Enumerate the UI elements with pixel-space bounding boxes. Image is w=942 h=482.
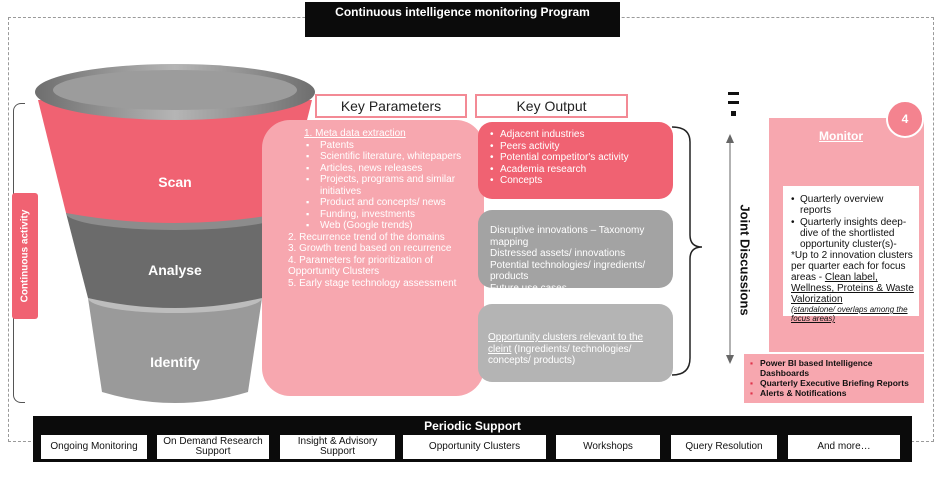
param-item: 3. Growth trend based on recurrence <box>288 243 452 254</box>
output-item: Academia research <box>490 164 665 176</box>
monitor-focus-areas: Clean label, Wellness, Proteins & Waste … <box>791 272 914 305</box>
monitor-note-small: (standalone/ overlaps among the focus ar… <box>791 305 908 323</box>
monitor-content: Monitor Quarterly overview reports Quart… <box>783 122 919 323</box>
joint-discussions-label: Joint Discussions <box>737 204 753 316</box>
param-item: Patents <box>304 140 470 152</box>
output-clusters-rest: (Ingredients/ technologies/ concepts/ pr… <box>488 343 632 367</box>
funnel-identify-segment <box>88 298 262 403</box>
arrow-head-down <box>726 355 734 364</box>
output-item: Concepts <box>490 175 665 187</box>
key-parameters-box: 1. Meta data extraction Patents Scientif… <box>262 120 484 396</box>
param-item: Scientific literature, whitepapers <box>304 151 470 163</box>
output-item: Potential competitor's activity <box>490 152 665 164</box>
param-item: Product and concepts/ news <box>304 197 470 209</box>
monitor-note-text: *Up to 2 innovation clusters per quarter… <box>791 250 913 283</box>
support-and-more: And more… <box>788 435 900 459</box>
funnel-rim-inner <box>53 70 297 110</box>
output-item: Future use cases <box>490 282 567 294</box>
output-item: Distressed assets/ innovations <box>490 248 626 259</box>
output-item: Potential technologies/ ingredients/ pro… <box>490 259 646 283</box>
deliverable-item: Power BI based Intelligence Dashboards <box>750 358 920 378</box>
deliverable-item: Quarterly Executive Briefing Reports <box>750 378 920 388</box>
monitor-list: Quarterly overview reports Quarterly ins… <box>791 194 911 251</box>
output-box-analyse: Disruptive innovations – Taxonomy mappin… <box>478 210 673 305</box>
key-output-header: Key Output <box>475 94 628 118</box>
periodic-support-bar: Periodic Support Ongoing Monitoring On D… <box>33 416 912 462</box>
key-parameters-header: Key Parameters <box>315 94 467 118</box>
arrow-head-up <box>726 134 734 143</box>
output-box-identify: Opportunity clusters relevant to the cle… <box>478 304 673 382</box>
monitor-title: Monitor <box>819 129 863 143</box>
support-query-resolution: Query Resolution <box>671 435 777 459</box>
monitor-deliverables: Power BI based Intelligence Dashboards Q… <box>744 354 924 403</box>
support-ongoing-monitoring: Ongoing Monitoring <box>41 435 147 459</box>
monitor-item: Quarterly insights deep-dive of the shor… <box>791 217 911 250</box>
monitor-note: *Up to 2 innovation clusters per quarter… <box>791 250 916 323</box>
support-on-demand-research: On Demand Research Support <box>157 435 269 459</box>
param-item: Funding, investments <box>304 209 470 221</box>
monitor-item: Quarterly overview reports <box>791 194 911 216</box>
output-item: Peers activity <box>490 141 665 153</box>
param-item: Projects, programs and similar initiativ… <box>304 174 470 197</box>
logo-mark-icon <box>728 92 739 116</box>
funnel-stage-identify: Identify <box>150 354 200 370</box>
param-item: 4. Parameters for prioritization of Oppo… <box>288 254 434 278</box>
support-workshops: Workshops <box>556 435 660 459</box>
param-item: 1. Meta data extraction <box>304 128 406 139</box>
funnel-stage-scan: Scan <box>158 174 192 190</box>
output-item: Adjacent industries <box>490 129 665 141</box>
output-item: Disruptive innovations – Taxonomy mappin… <box>490 225 645 248</box>
right-curly-brace <box>671 126 703 376</box>
funnel-stage-analyse: Analyse <box>148 262 202 278</box>
program-title: Continuous intelligence monitoring Progr… <box>305 2 620 37</box>
funnel-scan-segment <box>38 100 312 223</box>
output-clusters-underlined: Opportunity clusters relevant to the cle… <box>488 332 644 355</box>
support-insight-advisory: Insight & Advisory Support <box>280 435 395 459</box>
funnel-analyse-segment <box>66 213 284 308</box>
param-item: 2. Recurrence trend of the domains <box>288 231 445 243</box>
periodic-support-title: Periodic Support <box>424 419 521 433</box>
step-number-badge: 4 <box>886 100 924 138</box>
output-box-scan: Adjacent industries Peers activity Poten… <box>478 122 673 199</box>
deliverable-item: Alerts & Notifications <box>750 388 920 398</box>
param-item: 5. Early stage technology assessment <box>288 277 457 289</box>
joint-discussions: Joint Discussions <box>735 170 755 350</box>
continuous-activity-tab: Continuous activity <box>12 193 38 319</box>
param-item: Articles, news releases <box>304 163 470 175</box>
support-opportunity-clusters: Opportunity Clusters <box>403 435 546 459</box>
param-item: Web (Google trends) <box>304 220 470 232</box>
output-item: Regulatory/ consumer scenario <box>490 294 629 305</box>
